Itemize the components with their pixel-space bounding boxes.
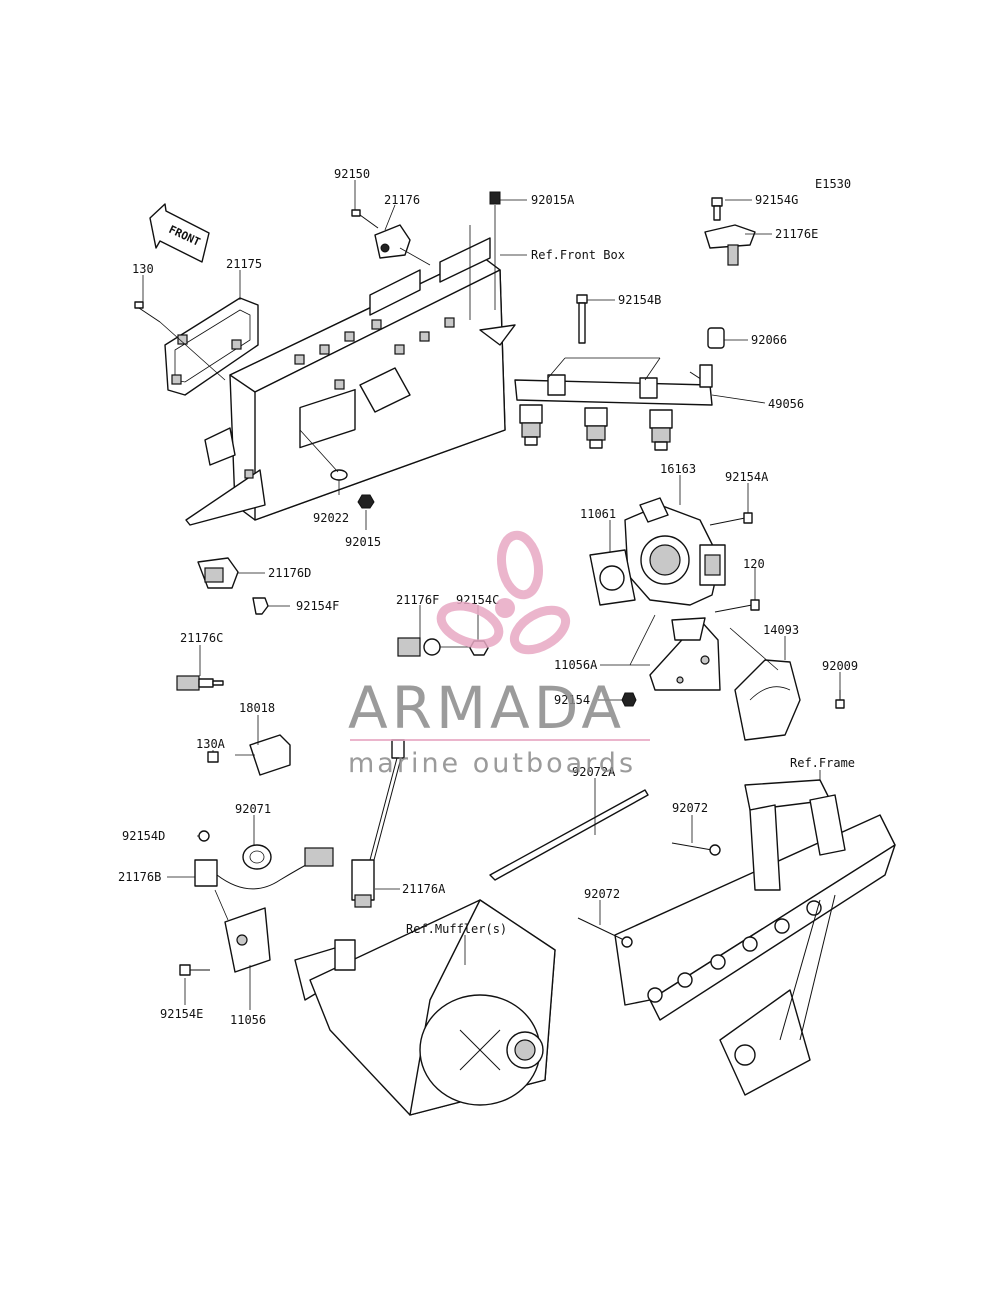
label-120: 120 bbox=[743, 557, 765, 571]
watermark-tagline: marine outboards bbox=[348, 748, 636, 779]
fuel-injector bbox=[649, 409, 673, 451]
cable-tie-92072 bbox=[577, 917, 633, 948]
grommet-92071 bbox=[242, 844, 272, 870]
label-92154B: 92154B bbox=[618, 293, 661, 307]
sensor-21176B bbox=[194, 847, 334, 890]
label-11061: 11061 bbox=[580, 507, 616, 521]
label-21176D: 21176D bbox=[268, 566, 311, 580]
label-92072A: 92072A bbox=[572, 765, 616, 779]
label-49056: 49056 bbox=[768, 397, 804, 411]
sensor-21176D bbox=[197, 557, 239, 589]
throttle-body-16163 bbox=[624, 497, 726, 606]
bolt-130 bbox=[134, 301, 226, 381]
cable-tie-92072 bbox=[671, 842, 721, 856]
front-box-illustration bbox=[185, 237, 516, 526]
sensor-21176C bbox=[176, 675, 224, 691]
label-92066: 92066 bbox=[751, 333, 787, 347]
bolt-92154A bbox=[709, 512, 753, 526]
watermark-logo: ARMADA marine outboards bbox=[348, 530, 650, 779]
label-92154E: 92154E bbox=[160, 1007, 203, 1021]
label-92154A: 92154A bbox=[725, 470, 769, 484]
bolt-92154B bbox=[576, 294, 588, 344]
muffler-illustration bbox=[294, 899, 556, 1116]
label-92154D: 92154D bbox=[122, 829, 165, 843]
label-92072: 92072 bbox=[672, 801, 708, 815]
leader-lines bbox=[142, 180, 841, 1010]
label-21176C: 21176C bbox=[180, 631, 223, 645]
bolt-92154E bbox=[179, 964, 210, 976]
label-130A: 130A bbox=[196, 737, 226, 751]
cap-92066 bbox=[707, 327, 725, 349]
bolt-130A bbox=[207, 751, 219, 763]
label-92154F: 92154F bbox=[296, 599, 339, 613]
front-arrow-icon: FRONT bbox=[149, 203, 210, 263]
label-21176: 21176 bbox=[384, 193, 420, 207]
gasket-11061 bbox=[589, 549, 636, 606]
label-92015: 92015 bbox=[345, 535, 381, 549]
bolt-120 bbox=[714, 599, 760, 613]
watermark-brand: ARMADA bbox=[348, 674, 625, 742]
bolt-92154F bbox=[252, 597, 269, 615]
label-92154G: 92154G bbox=[755, 193, 798, 207]
label-ref-front-box: Ref.Front Box bbox=[531, 248, 625, 262]
part-labels: 92150 21176 92015A Ref.Front Box 130 211… bbox=[118, 167, 858, 1027]
nut-92015 bbox=[357, 494, 375, 509]
fuel-injector bbox=[519, 404, 543, 446]
label-21175: 21175 bbox=[226, 257, 262, 271]
bracket-11056A bbox=[629, 614, 721, 691]
label-92009: 92009 bbox=[822, 659, 858, 673]
label-16163: 16163 bbox=[660, 462, 696, 476]
label-92154: 92154 bbox=[554, 693, 590, 707]
bolt-92009 bbox=[835, 690, 845, 709]
label-21176A: 21176A bbox=[402, 882, 446, 896]
sensor-21176E bbox=[704, 197, 756, 266]
label-21176E: 21176E bbox=[775, 227, 818, 241]
label-18018: 18018 bbox=[239, 701, 275, 715]
sensor-21176F bbox=[397, 637, 470, 657]
cover-14093 bbox=[729, 627, 801, 741]
label-11056A: 11056A bbox=[554, 658, 598, 672]
label-ref-mufflers: Ref.Muffler(s) bbox=[406, 922, 507, 936]
label-92022: 92022 bbox=[313, 511, 349, 525]
propeller-icon bbox=[436, 530, 571, 655]
o2-sensor-21176A bbox=[351, 739, 405, 908]
label-ref-frame: Ref.Frame bbox=[790, 756, 855, 770]
label-92150: 92150 bbox=[334, 167, 370, 181]
fuel-injector bbox=[584, 407, 608, 449]
cable-tie-92072A bbox=[489, 780, 649, 881]
label-21176B: 21176B bbox=[118, 870, 161, 884]
frame-illustration bbox=[614, 779, 896, 1096]
label-21176F: 21176F bbox=[396, 593, 439, 607]
label-92015A: 92015A bbox=[531, 193, 575, 207]
label-14093: 14093 bbox=[763, 623, 799, 637]
bracket-18018 bbox=[235, 734, 291, 776]
fuel-rail-49056 bbox=[514, 357, 713, 406]
label-130: 130 bbox=[132, 262, 154, 276]
sensor-21176 bbox=[351, 209, 431, 266]
diagram-code: E1530 bbox=[815, 177, 851, 191]
label-92071: 92071 bbox=[235, 802, 271, 816]
bolt-92154D bbox=[198, 830, 210, 842]
bracket-11056 bbox=[214, 889, 271, 973]
label-92072: 92072 bbox=[584, 887, 620, 901]
label-11056: 11056 bbox=[230, 1013, 266, 1027]
clip-92015A bbox=[469, 191, 501, 320]
